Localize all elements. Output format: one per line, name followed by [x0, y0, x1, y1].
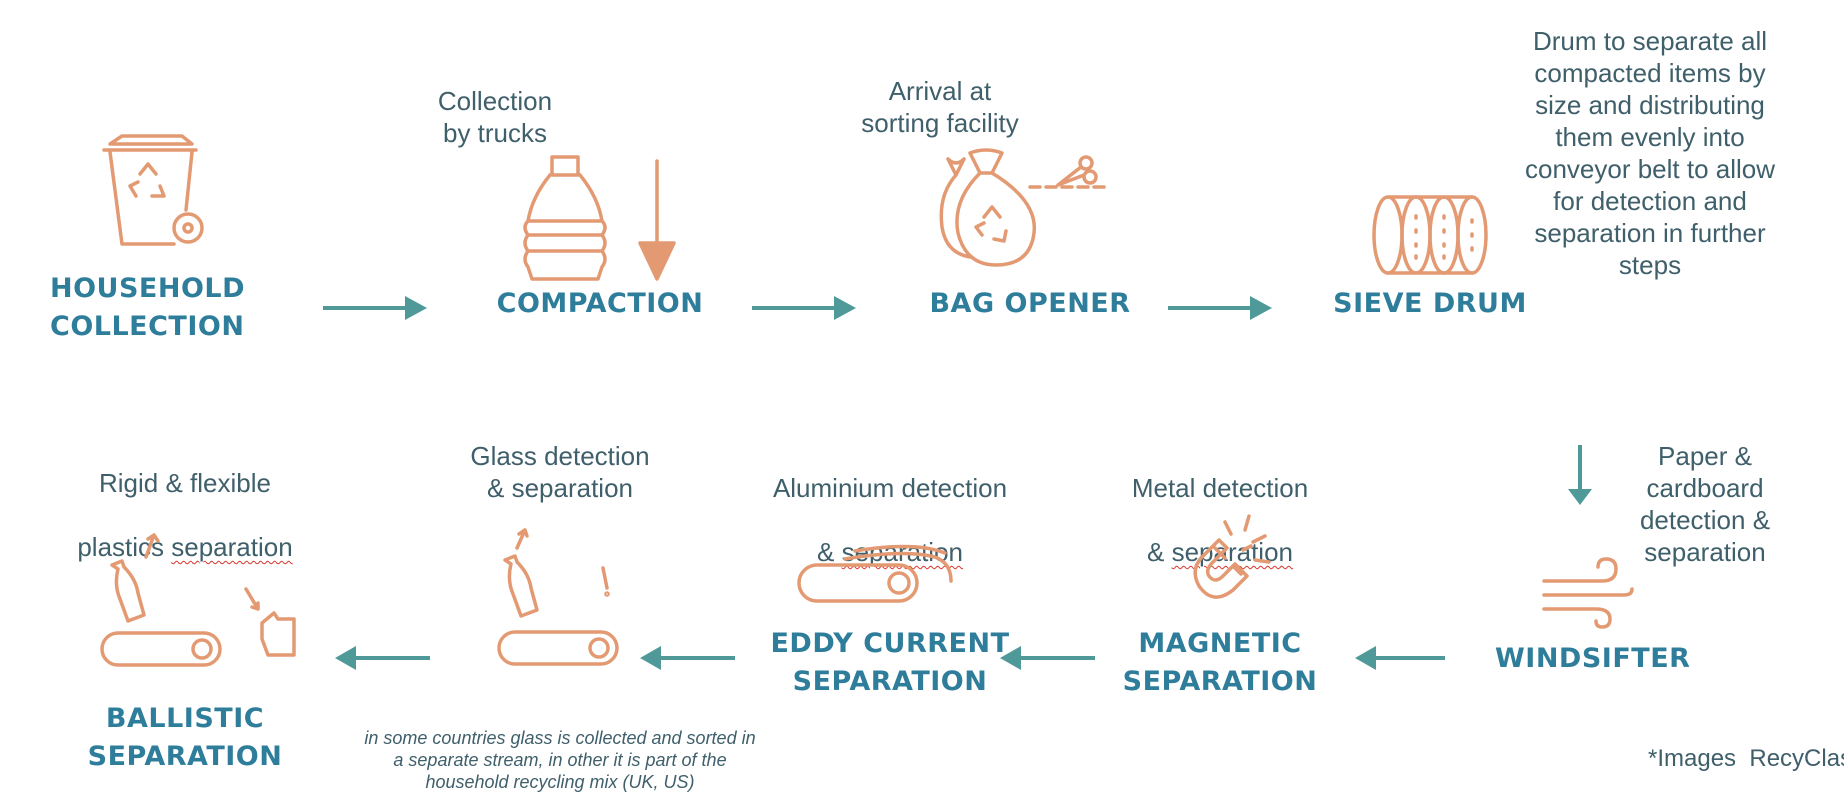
windsifter-description: Paper & cardboard detection & separation [1639, 441, 1771, 567]
glass-description: Glass detection & separation [470, 441, 650, 503]
arrow-right-3 [1168, 296, 1272, 320]
arrow-right-1 [323, 296, 427, 320]
bag-opener-step: Arrival at sorting facility BAG OPENER [850, 75, 1150, 345]
bag-opener-description: Arrival at sorting facility [861, 76, 1019, 138]
eddy-current-step: Aluminium detection & separation EDDY CU… [755, 440, 1025, 700]
ballistic-description: Rigid & flexible plastics separation [60, 435, 310, 563]
magnetic-description-word: separation [1171, 537, 1293, 567]
sieve-drum-label: SIEVE DRUM [1333, 288, 1527, 319]
magnetic-description-line1: Metal detection [1131, 473, 1309, 503]
household-collection-step: HOUSEHOLD COLLECTION [50, 110, 260, 350]
magnetic-separation-step: Metal detection & separation MAGNETIC SE… [1110, 440, 1330, 700]
recycle-bin-icon [102, 134, 204, 246]
ballistic-conveyor-icon [100, 533, 296, 667]
arrow-left-2 [1000, 646, 1095, 670]
glass-conveyor-icon [497, 528, 619, 666]
sieve-drum-step: SIEVE DRUM [1330, 180, 1560, 340]
conveyor-roller-icon [797, 544, 953, 603]
magnetic-description-prefix: & [1147, 537, 1172, 567]
magnetic-description: Metal detection & separation [1110, 440, 1330, 568]
arrow-left-1 [1355, 646, 1445, 670]
eddy-description: Aluminium detection & separation [755, 440, 1025, 568]
arrow-down-windsifter [1568, 445, 1592, 505]
drum-icon [1372, 195, 1488, 275]
compaction-description: Collection by trucks [437, 86, 553, 148]
compaction-label: COMPACTION [496, 288, 704, 319]
compressed-bottle-icon [523, 155, 676, 281]
eddy-description-prefix: & [817, 537, 842, 567]
ballistic-label: BALLISTIC SEPARATION [87, 703, 283, 772]
ballistic-separation-step: Rigid & flexible plastics separation BAL… [60, 435, 310, 775]
sieve-drum-description: Drum to separate all compacted items by … [1524, 26, 1776, 280]
household-collection-label: HOUSEHOLD COLLECTION [50, 273, 246, 342]
glass-footnote: in some countries glass is collected and… [364, 728, 756, 792]
glass-detection-step: Glass detection & separation [450, 440, 670, 690]
windsifter-label: WINDSIFTER [1495, 643, 1691, 674]
arrow-left-4 [335, 646, 430, 670]
arrow-right-2 [752, 296, 856, 320]
magnetic-label: MAGNETIC SEPARATION [1122, 628, 1318, 697]
eddy-label: EDDY CURRENT SEPARATION [770, 628, 1010, 697]
compaction-step: Collection by trucks COMPACTION [420, 85, 720, 345]
ballistic-description-line1: Rigid & flexible [99, 468, 271, 498]
arrow-left-3 [640, 646, 735, 670]
bag-opener-label: BAG OPENER [929, 288, 1131, 319]
magnet-icon [1193, 514, 1271, 599]
wind-icon [1542, 557, 1634, 629]
bags-scissors-icon [939, 148, 1106, 267]
windsifter-step: WINDSIFTER [1495, 545, 1691, 680]
eddy-description-line1: Aluminium detection [772, 473, 1008, 503]
image-credit: *Images RecyClass [1648, 745, 1844, 772]
ballistic-description-word: separation [171, 532, 293, 562]
